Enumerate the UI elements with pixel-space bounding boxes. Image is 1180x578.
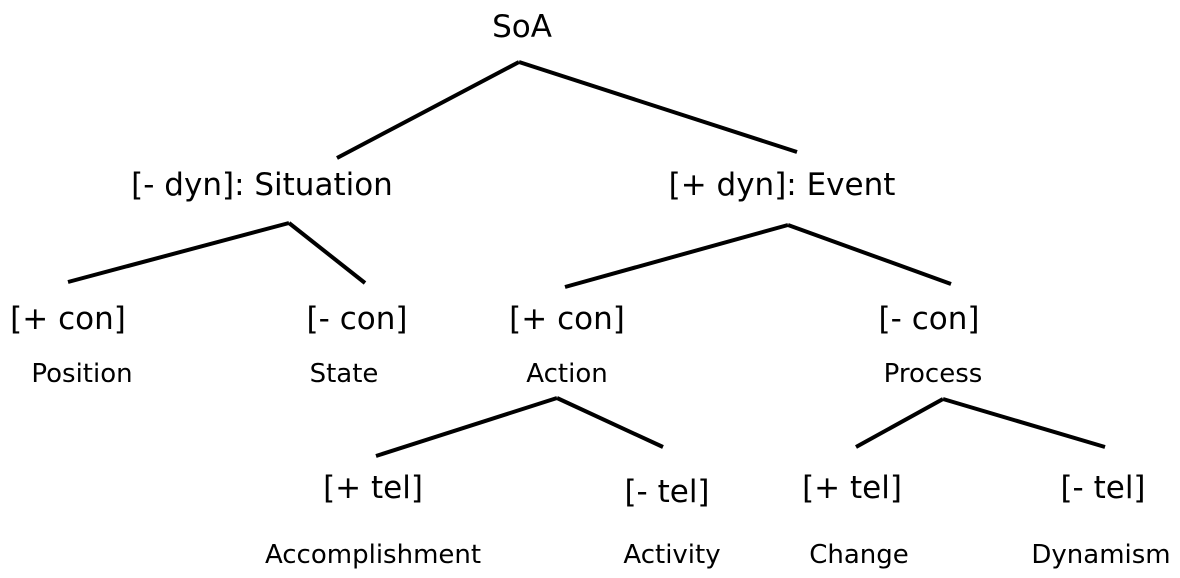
edge-action-activity	[556, 396, 664, 449]
edge-event-action	[564, 223, 789, 289]
feature-situation-plus-con: [+ con]	[10, 301, 126, 337]
node-soa: SoA	[492, 9, 552, 45]
node-change: Change	[809, 540, 909, 570]
edge-situation-state	[287, 221, 367, 285]
node-state: State	[309, 359, 379, 389]
edge-process-change	[855, 397, 944, 449]
feature-process-minus-tel: [- tel]	[1060, 470, 1146, 506]
feature-situation-minus-con: [- con]	[306, 301, 408, 337]
feature-action-minus-tel: [- tel]	[624, 474, 710, 510]
feature-action-plus-tel: [+ tel]	[323, 470, 423, 506]
feature-event-minus-con: [- con]	[878, 301, 980, 337]
node-action: Action	[526, 359, 608, 389]
edge-soa-event	[518, 60, 798, 154]
node-position: Position	[31, 359, 133, 389]
node-dynamism: Dynamism	[1031, 540, 1171, 570]
node-situation: [- dyn]: Situation	[131, 167, 393, 203]
edge-soa-situation	[336, 60, 520, 160]
node-activity: Activity	[623, 540, 721, 570]
feature-event-plus-con: [+ con]	[509, 301, 625, 337]
edge-action-accomplishment	[375, 396, 558, 458]
feature-process-plus-tel: [+ tel]	[802, 470, 902, 506]
edge-situation-position	[67, 221, 290, 284]
node-process: Process	[883, 359, 983, 389]
edge-event-process	[787, 223, 952, 286]
node-accomplishment: Accomplishment	[264, 540, 482, 570]
edge-process-dynamism	[942, 397, 1106, 449]
node-event: [+ dyn]: Event	[668, 167, 896, 203]
